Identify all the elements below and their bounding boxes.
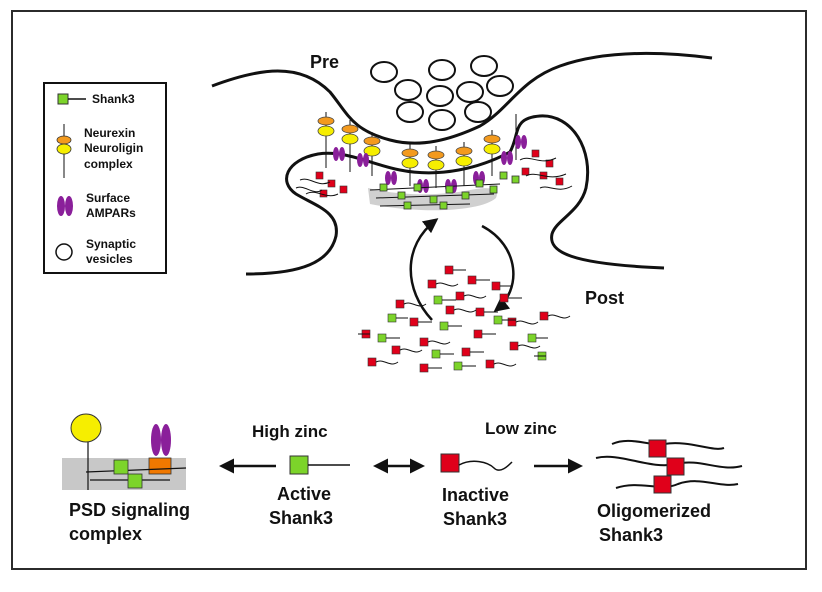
legend-vesicle-icon xyxy=(55,243,73,261)
inactive-shank3-icon xyxy=(440,453,513,473)
legend-shank3-label: Shank3 xyxy=(92,92,135,106)
psd-label-1: PSD signaling xyxy=(69,500,190,520)
legend-neurexin-label: Neurexin xyxy=(84,126,135,140)
legend-ampar-label-1: Surface xyxy=(86,191,130,205)
inactive-label-1: Inactive xyxy=(442,485,509,505)
psd-complex-icon xyxy=(62,413,187,490)
presynaptic-membrane xyxy=(211,51,713,145)
psd-shank3-cluster xyxy=(369,171,520,210)
post-label: Post xyxy=(585,288,624,308)
high-zinc-label: High zinc xyxy=(252,422,328,441)
oligo-label-1: Oligomerized xyxy=(597,501,711,521)
release-arrow xyxy=(481,224,515,312)
spine-red-shank3-left xyxy=(295,171,348,198)
legend-vesicle-label-1: Synaptic xyxy=(86,237,136,251)
spine-red-shank3-right xyxy=(519,149,573,190)
legend-neurexin-neuroligin-icon xyxy=(56,124,72,178)
neurexin-neuroligin-complexes xyxy=(317,112,517,188)
active-label-1: Active xyxy=(277,484,331,504)
psd-label-2: complex xyxy=(69,524,142,544)
legend-neuroligin-label: Neuroligin xyxy=(84,141,143,155)
legend-complex-label: complex xyxy=(84,157,133,171)
pre-label: Pre xyxy=(310,52,339,72)
legend-vesicle-label-2: vesicles xyxy=(86,252,133,266)
recruit-arrow xyxy=(409,218,439,321)
legend-ampar-label-2: AMPARs xyxy=(86,206,136,220)
synaptic-vesicles xyxy=(370,55,514,131)
active-shank3-icon xyxy=(289,455,350,475)
inactive-label-2: Shank3 xyxy=(443,509,507,529)
postsynaptic-membrane xyxy=(245,114,665,276)
oligo-label-2: Shank3 xyxy=(599,525,663,545)
low-zinc-label: Low zinc xyxy=(485,419,557,438)
active-label-2: Shank3 xyxy=(269,508,333,528)
cytoplasmic-shank3-pool xyxy=(358,265,571,373)
legend-box: Shank3 Neurexin Neuroligin complex Surfa… xyxy=(43,82,167,274)
legend-shank3-icon xyxy=(57,93,86,105)
oligomerized-shank3-icon xyxy=(595,439,743,494)
legend-ampar-icon xyxy=(57,196,73,216)
